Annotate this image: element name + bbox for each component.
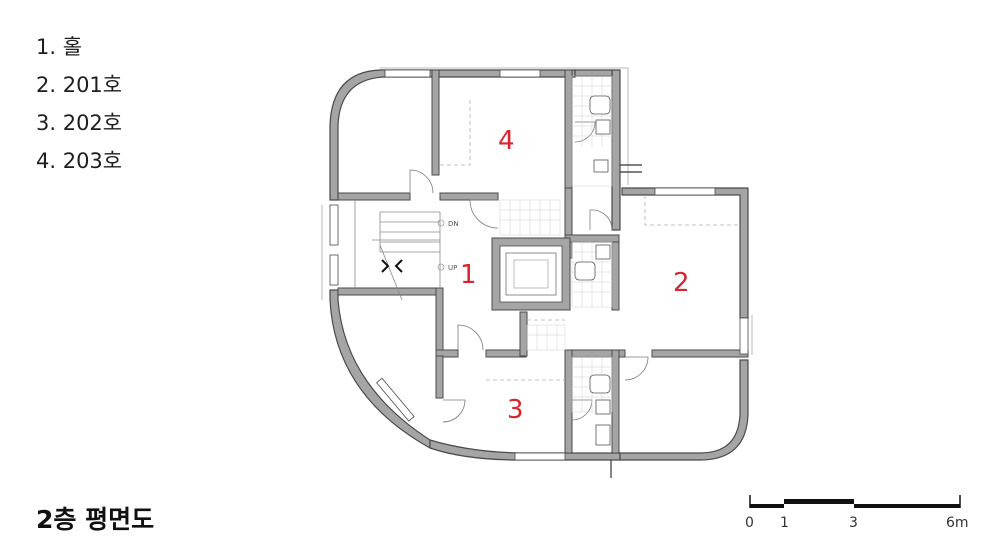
windows	[329, 69, 749, 461]
site-outline-lines	[321, 67, 753, 355]
legend-item-203: 4. 203호	[36, 149, 123, 173]
drawing-title: 2층 평면도	[36, 505, 155, 534]
room-numbers: 1 2 3 4	[460, 126, 690, 425]
wall-unit3-north-a	[435, 349, 459, 358]
room-number-203: 4	[498, 126, 515, 156]
scale-bar: 0 1 3 6m	[740, 493, 980, 543]
wall-203-east	[564, 69, 573, 199]
wall-203-west	[431, 69, 440, 176]
wall-unit3-west	[435, 287, 444, 357]
stair-markers	[437, 219, 445, 271]
wall-bath3-east	[611, 349, 620, 454]
wall-bath3-west	[564, 349, 573, 454]
door-203	[409, 169, 434, 194]
wall-south-west-curve	[329, 289, 431, 450]
toilet-icon	[574, 261, 596, 281]
wall-corridor	[519, 311, 528, 357]
door-201	[589, 209, 613, 231]
wall-unit3-west-lower	[435, 355, 444, 399]
wall-north-core	[574, 69, 613, 77]
door-unit3	[457, 324, 484, 351]
wall-hall-south-left	[337, 287, 444, 296]
doors	[409, 121, 649, 423]
wall-south-east	[619, 359, 749, 461]
room-number-202: 3	[507, 395, 524, 425]
pipe-stubs	[610, 164, 642, 478]
door-unit3-inner	[442, 399, 466, 423]
sink-icon	[595, 119, 611, 135]
toilet-icon	[589, 374, 611, 394]
wall-bath2-east	[611, 234, 620, 311]
scale-tick-6m: 6m	[946, 515, 969, 531]
staircase	[354, 200, 441, 301]
door-bath-203	[574, 121, 596, 143]
scale-tick-0: 0	[745, 515, 754, 531]
room-legend: 1. 홀 2. 201호 3. 202호 4. 203호	[36, 28, 122, 180]
legend-item-hall: 1. 홀	[36, 35, 83, 59]
door-hall-north	[469, 199, 499, 229]
stair-up-label: UP	[448, 264, 457, 272]
sink-icon	[595, 244, 611, 260]
elevator	[491, 237, 571, 311]
door-unit-se	[624, 356, 649, 381]
room-number-201: 2	[673, 268, 690, 298]
scale-tick-1: 1	[780, 515, 789, 531]
interior-walls	[337, 69, 749, 454]
pipe-shaft-icon	[593, 159, 609, 173]
scale-tick-3: 3	[849, 515, 858, 531]
wall-bath2-north	[564, 234, 620, 243]
stair-down-label: DN	[448, 220, 459, 228]
wall-north-west	[329, 69, 576, 201]
wall-hall-north-left	[337, 192, 411, 201]
stair-direction-arrows	[381, 259, 403, 273]
room-number-hall: 1	[460, 260, 477, 290]
dashed-overhead-lines	[440, 100, 740, 381]
wall-north-east-core	[611, 69, 621, 231]
sink-icon	[595, 399, 611, 415]
legend-item-201: 2. 201호	[36, 73, 123, 97]
bathroom-fixtures	[574, 95, 611, 446]
pipe-shaft-icon	[595, 424, 611, 446]
wall-east	[621, 187, 749, 319]
toilet-icon	[589, 95, 611, 115]
wall-unit-se-north	[651, 349, 749, 358]
wall-hall-north-mid	[439, 192, 499, 201]
scale-bar-graphic	[749, 495, 961, 508]
legend-item-202: 3. 202호	[36, 111, 123, 135]
